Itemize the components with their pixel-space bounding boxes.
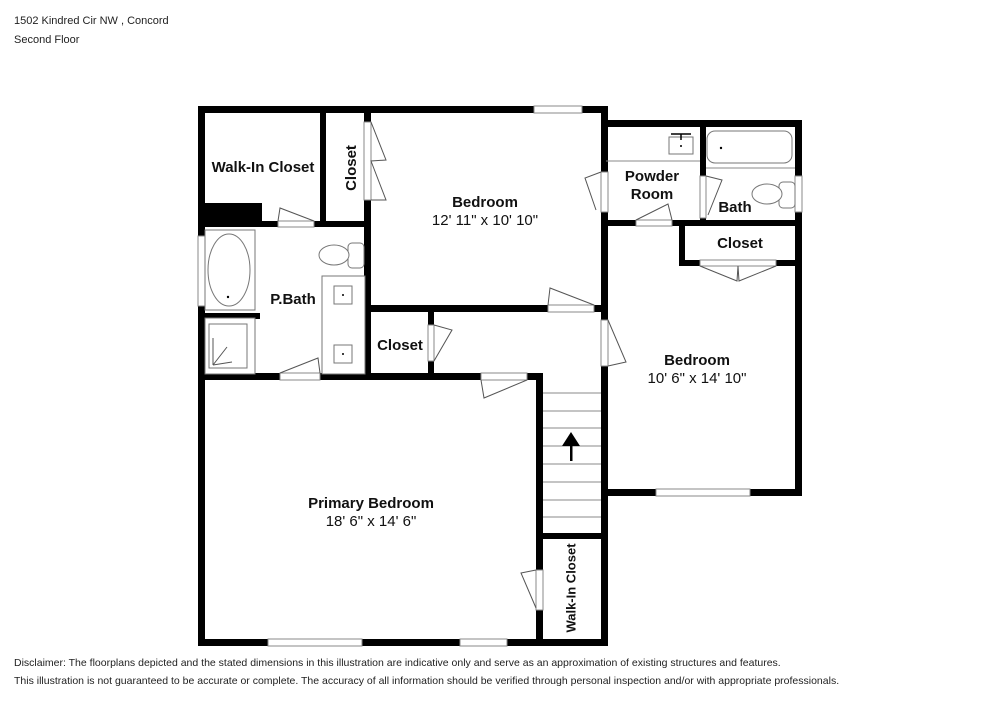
property-address: 1502 Kindred Cir NW , Concord (14, 15, 169, 27)
fixtures (204, 130, 796, 518)
room-closet-vertical: Closet (343, 145, 360, 191)
disclaimer-line-1: Disclaimer: The floorplans depicted and … (14, 657, 781, 669)
room-bedroom-1-dimensions: 12' 11" x 10' 10" (432, 212, 538, 229)
room-walk-in-closet-top: Walk-In Closet (212, 159, 315, 176)
room-bath: Bath (718, 199, 751, 216)
room-bedroom-2: Bedroom (664, 352, 730, 369)
room-labels: Walk-In Closet Closet Bedroom 12' 11" x … (212, 145, 763, 632)
disclaimer-line-2: This illustration is not guaranteed to b… (14, 675, 840, 687)
room-powder-line2: Room (631, 186, 674, 203)
room-primary-bedroom-dimensions: 18' 6" x 14' 6" (326, 513, 417, 530)
floor-label: Second Floor (14, 34, 80, 46)
windows (197, 105, 803, 647)
room-primary-bedroom: Primary Bedroom (308, 495, 434, 512)
room-walk-in-closet-bottom: Walk-In Closet (563, 543, 578, 633)
room-powder-line1: Powder (625, 168, 679, 185)
doors (277, 121, 777, 611)
room-closet-right: Closet (717, 235, 763, 252)
room-bedroom-1: Bedroom (452, 194, 518, 211)
room-p-bath: P.Bath (270, 291, 316, 308)
room-bedroom-2-dimensions: 10' 6" x 14' 10" (648, 370, 747, 387)
room-closet-middle: Closet (377, 337, 423, 354)
arrow-up-icon (562, 432, 580, 461)
